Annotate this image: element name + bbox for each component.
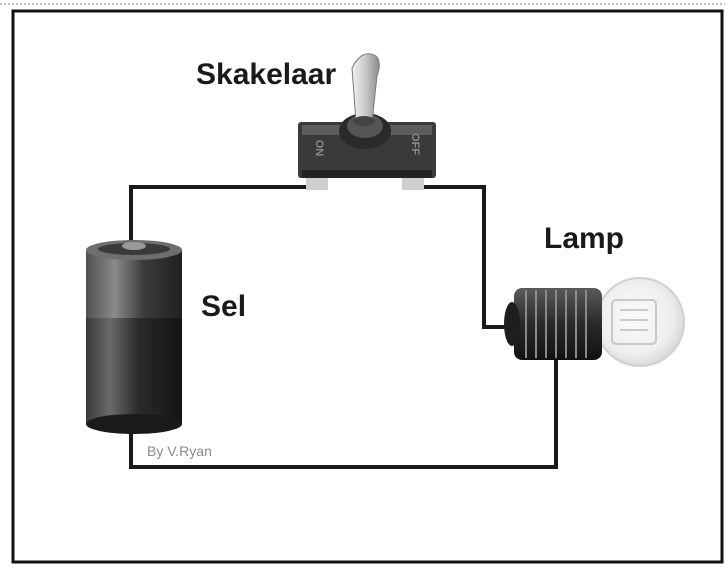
switch-off-label: OFF (409, 133, 421, 155)
lamp-glass (595, 277, 685, 367)
wire-switch-to-lamp (409, 185, 508, 329)
lamp-contact (504, 302, 520, 346)
switch-terminal-left (306, 178, 328, 190)
switch-on-label: ON (313, 140, 325, 157)
lamp-label: Lamp (544, 222, 625, 255)
lamp-thread (525, 290, 587, 358)
lamp-filament-support (611, 299, 657, 345)
battery-cell-icon (86, 240, 182, 434)
cell-positive-terminal (122, 242, 146, 250)
author-credit: By V.Ryan (147, 443, 212, 459)
wire-switch-to-cell (129, 185, 319, 242)
lamp-screw-base (514, 288, 602, 360)
switch-terminal-right (402, 178, 424, 190)
switch-label: Skakelaar (196, 58, 337, 91)
switch-lever (351, 53, 380, 123)
wire-cell-to-lamp (129, 360, 558, 469)
toggle-switch-icon: ON OFF (298, 53, 436, 190)
light-bulb-icon (504, 277, 685, 367)
switch-base (298, 122, 436, 178)
circuit-wires (129, 185, 558, 469)
cell-bottom (86, 414, 182, 434)
cell-label: Sel (201, 290, 247, 323)
